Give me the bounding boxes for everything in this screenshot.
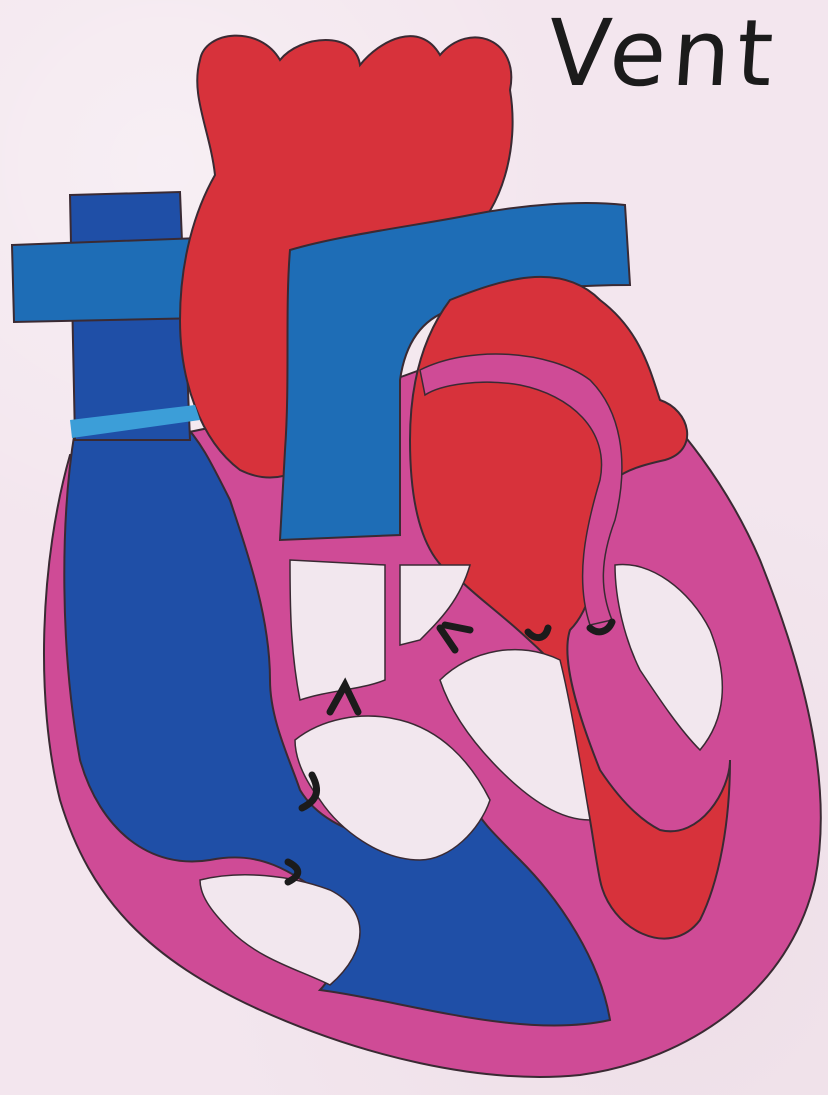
vent-label: Vent (545, 8, 782, 100)
right-atrium-space (290, 560, 385, 700)
left-pulmonary-vessel (12, 238, 205, 322)
